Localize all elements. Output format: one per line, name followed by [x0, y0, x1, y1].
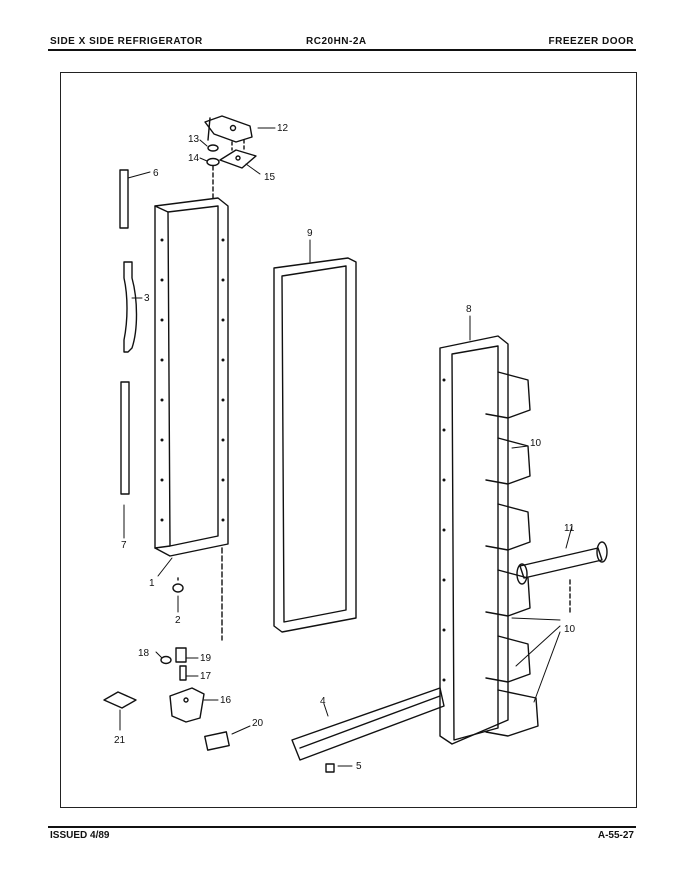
callout-21: 21	[114, 735, 126, 746]
callout-4: 4	[320, 696, 326, 707]
diagram-frame	[60, 72, 637, 808]
header-title: SIDE X SIDE REFRIGERATOR	[50, 36, 203, 47]
footer-rule	[48, 826, 636, 828]
leader-lines	[119, 127, 573, 767]
model-number: RC20HN-2A	[306, 36, 367, 47]
door-liner	[439, 335, 539, 745]
door-outer-panel	[154, 197, 229, 641]
callout-15: 15	[264, 172, 276, 183]
callout-16: 16	[220, 695, 232, 706]
callout-6: 6	[153, 168, 159, 179]
callout-11: 11	[564, 523, 575, 534]
callout-8: 8	[466, 304, 472, 315]
trim-strip-top	[119, 169, 129, 229]
callout-12: 12	[277, 123, 289, 134]
lower-hinge-hardware	[160, 647, 187, 681]
callout-14: 14	[188, 153, 200, 164]
cover-plate	[204, 731, 230, 751]
lower-hinge	[169, 687, 205, 723]
callout-20: 20	[252, 718, 264, 729]
callout-10-lower: 10	[564, 624, 576, 635]
door-gasket	[273, 257, 357, 633]
callout-1: 1	[149, 578, 155, 589]
trim-strip-bottom	[120, 381, 130, 495]
door-handle	[123, 261, 138, 353]
shelf-retainer-bar	[516, 541, 608, 613]
bottom-breaker-strip	[291, 687, 445, 761]
callout-3: 3	[144, 293, 150, 304]
callout-17: 17	[200, 671, 212, 682]
bottom-bushing	[172, 577, 184, 593]
screw	[325, 763, 335, 773]
top-hinge-part	[204, 115, 257, 169]
page-code: A-55-27	[597, 830, 634, 841]
issued-date: ISSUED 4/89	[50, 830, 110, 841]
callout-9: 9	[307, 228, 313, 239]
callout-10-upper: 10	[530, 438, 542, 449]
hinge-washers	[206, 144, 220, 201]
callout-5: 5	[356, 761, 362, 772]
callout-13: 13	[188, 134, 200, 145]
callout-18: 18	[138, 648, 150, 659]
header-rule	[48, 49, 636, 51]
callout-19: 19	[200, 653, 212, 664]
mounting-bracket	[103, 691, 137, 709]
section-title: FREEZER DOOR	[548, 36, 634, 47]
callout-7: 7	[121, 540, 127, 551]
callout-2: 2	[175, 615, 181, 626]
